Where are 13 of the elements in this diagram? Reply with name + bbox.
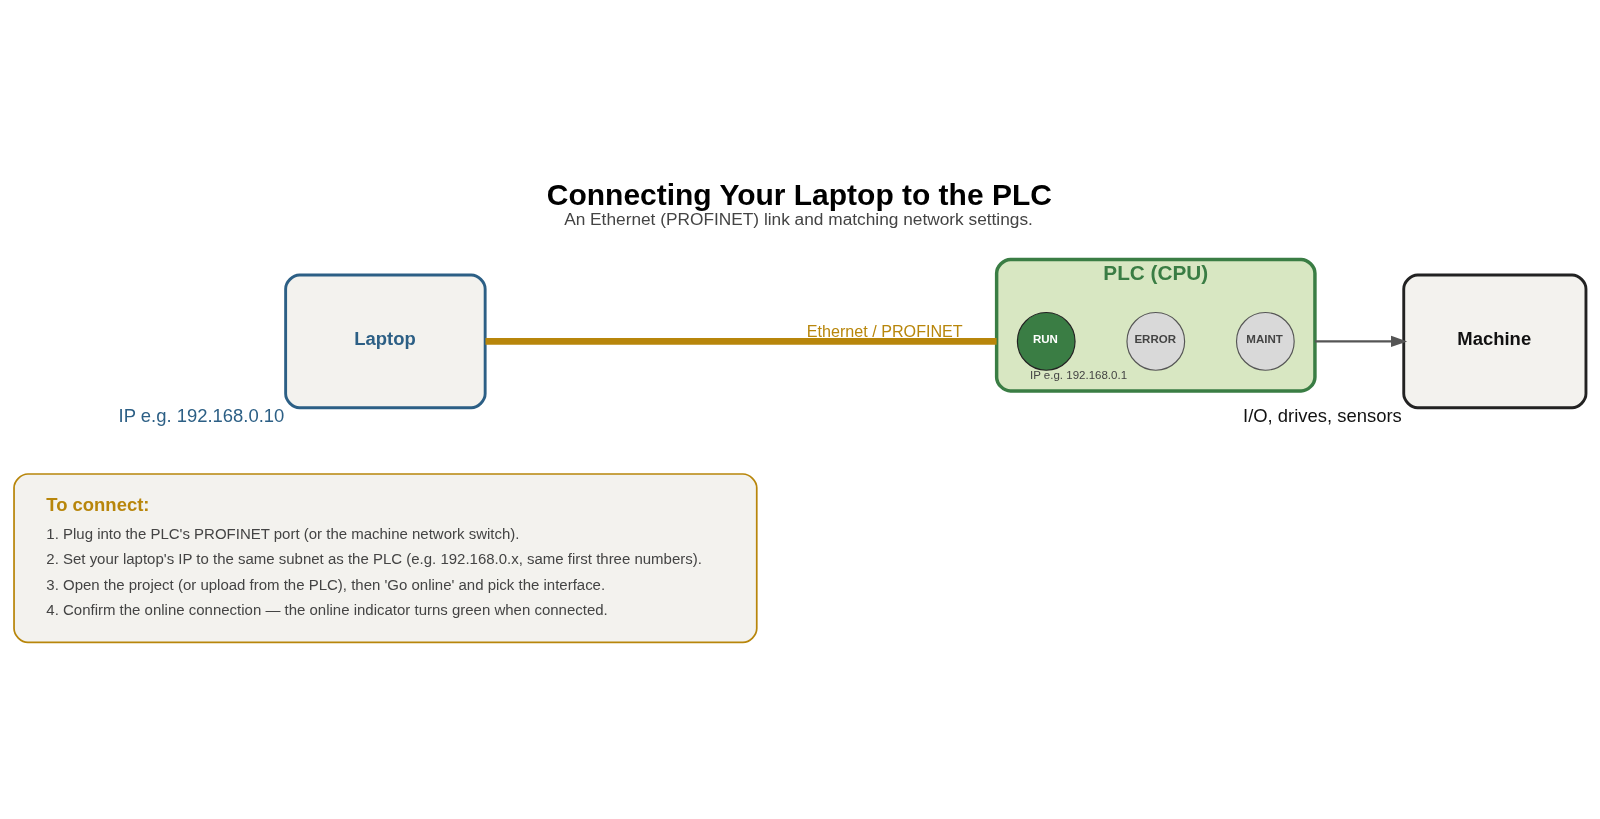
diagram-title: Connecting Your Laptop to the PLC — [546, 177, 1052, 211]
node-box: Laptop — [284, 273, 487, 409]
connector — [485, 337, 997, 345]
node-circle: ERROR — [1126, 311, 1186, 371]
node-box: Machine — [1402, 273, 1588, 409]
node-box: To connect: 1. Plug into the PLC's PROFINET port (or the machine network switch). 2. Set your laptop's IP to the same subnet as the PLC (e.g. 192.168.0.x, same first three numbers). 3. Open the project (or upload from the PLC), then 'Go online' and pick the interface. 4. Confirm the online connection — the online indicator turns green when connected. — [13, 472, 758, 643]
edge-label: Ethernet / PROFINET — [806, 321, 963, 340]
node-circle: RUN — [1016, 311, 1076, 371]
node-circle: MAINT — [1235, 311, 1295, 371]
node-label: IP e.g. 192.168.0.1 — [1029, 368, 1128, 381]
node-label: I/O, drives, sensors — [1243, 404, 1402, 426]
node-label: IP e.g. 192.168.0.10 — [118, 404, 285, 426]
arrow — [1314, 335, 1408, 347]
